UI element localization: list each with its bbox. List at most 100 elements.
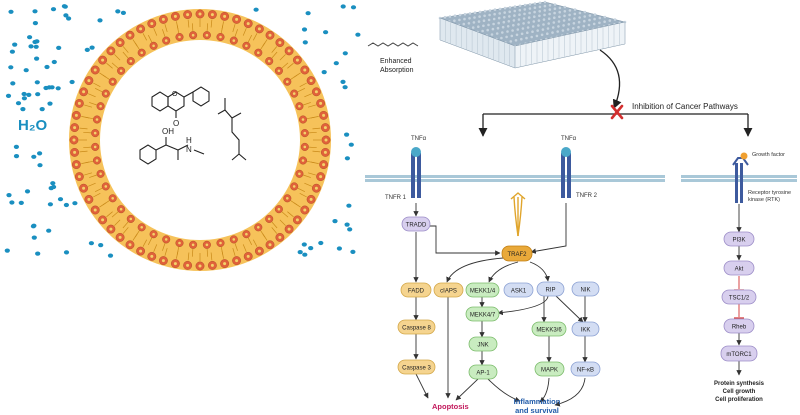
svg-text:FADD: FADD: [408, 289, 425, 295]
water-molecule: [355, 32, 361, 37]
water-molecule: [26, 92, 32, 97]
water-molecule: [13, 154, 20, 159]
inflammation-label-2: and survival: [515, 406, 559, 415]
svg-text:MEKK3/6: MEKK3/6: [536, 328, 562, 334]
water-molecule: [4, 248, 10, 253]
water-molecule: [51, 59, 57, 65]
water-molecule: [63, 202, 69, 208]
node-ciaps: cIAPS: [433, 282, 464, 298]
svg-text:AP-1: AP-1: [476, 371, 490, 377]
node-mekk36: MEKK3/6: [531, 321, 567, 337]
rtk-receptor: [732, 152, 749, 203]
water-molecule: [342, 51, 348, 56]
water-molecule: [49, 85, 55, 90]
water-molecule: [50, 181, 56, 186]
water-molecule: [33, 44, 39, 49]
water-molecule: [321, 70, 327, 75]
water-label: H₂O: [18, 117, 47, 134]
svg-text:Caspase 3: Caspase 3: [402, 366, 431, 372]
water-molecule: [32, 21, 39, 26]
inhibition-label: Inhibition of Cancer Pathways: [632, 102, 738, 111]
svg-text:MEKK1/4: MEKK1/4: [470, 289, 496, 295]
node-jnk: JNK: [468, 336, 498, 352]
water-molecule: [31, 235, 37, 240]
water-molecule: [323, 30, 329, 35]
growth-factor-label: Growth factor: [752, 152, 785, 158]
water-molecule: [34, 56, 40, 61]
node-mekk47: MEKK4/7: [465, 306, 500, 322]
water-molecule: [97, 18, 103, 23]
water-molecule: [98, 243, 104, 248]
water-molecule: [21, 91, 27, 97]
water-molecules: [4, 4, 361, 258]
svg-text:JNK: JNK: [477, 343, 488, 349]
water-molecule: [344, 156, 350, 161]
water-molecule: [63, 13, 69, 18]
water-molecule: [51, 184, 57, 190]
water-molecule: [62, 4, 68, 9]
node-akt: Akt: [723, 260, 755, 276]
water-molecule: [23, 68, 29, 73]
outcome-line-1: Protein synthesis: [714, 381, 765, 387]
svg-text:O: O: [172, 91, 178, 98]
apoptosis-label: Apoptosis: [432, 402, 469, 411]
water-molecule: [20, 107, 26, 112]
tnfr1-receptor: [411, 147, 421, 198]
absorption-label-2: Absorption: [380, 67, 414, 74]
node-mtorc1: mTORC1: [720, 345, 758, 362]
svg-text:OH: OH: [162, 127, 174, 136]
water-molecule: [107, 253, 114, 258]
water-molecule: [24, 189, 31, 194]
traf2-trimer-icon: [510, 192, 526, 237]
water-molecule: [30, 224, 36, 229]
rtk-label-1: Receptor tyrosine: [748, 190, 791, 196]
water-molecule: [12, 42, 18, 47]
water-molecule: [39, 107, 45, 112]
node-mapk: MAPK: [534, 361, 565, 377]
svg-text:O: O: [173, 119, 179, 128]
water-molecule: [43, 85, 49, 91]
ephedrine-molecule: OH H N: [139, 127, 205, 165]
water-molecule: [31, 154, 37, 159]
water-molecule: [21, 96, 27, 101]
water-molecule: [120, 10, 126, 15]
water-molecule: [89, 45, 95, 50]
water-molecule: [336, 246, 342, 251]
node-ap1: AP-1: [468, 364, 498, 380]
cell-membrane-right: [681, 175, 797, 182]
node-caspase3: Caspase 3: [397, 359, 436, 375]
water-molecule: [47, 202, 54, 207]
terpene-molecule: [217, 98, 247, 161]
svg-text:Caspase 8: Caspase 8: [402, 326, 431, 332]
water-molecule: [84, 47, 90, 53]
water-molecule: [333, 61, 339, 66]
water-molecule: [47, 101, 53, 106]
water-molecule: [63, 250, 70, 255]
outcome-line-3: Cell proliferation: [715, 397, 763, 403]
absorption-label-1: Enhanced: [380, 58, 412, 65]
water-molecule: [305, 11, 311, 16]
svg-text:TRADD: TRADD: [406, 223, 427, 229]
water-molecule: [35, 251, 41, 256]
node-rip: RIP: [536, 281, 565, 297]
node-tsc12: TSC1/2: [721, 289, 757, 305]
tnfr2-receptor: [561, 147, 571, 198]
water-molecule: [346, 203, 352, 208]
pathway-arrows: [413, 203, 588, 407]
water-molecule: [344, 132, 350, 137]
water-molecule: [350, 249, 356, 254]
inflammation-label-1: Inflammation: [514, 397, 561, 406]
water-molecule: [72, 201, 78, 206]
cell-membrane-left: [365, 175, 665, 182]
svg-text:Akt: Akt: [735, 267, 744, 273]
node-tradd: TRADD: [401, 216, 431, 232]
water-molecule: [348, 142, 354, 147]
water-molecule: [69, 79, 75, 85]
water-molecule: [115, 9, 121, 14]
water-molecule: [15, 101, 22, 106]
water-molecule: [308, 246, 314, 251]
svg-text:RIP: RIP: [545, 288, 555, 294]
water-molecule: [297, 250, 303, 255]
svg-text:NIK: NIK: [580, 288, 590, 294]
